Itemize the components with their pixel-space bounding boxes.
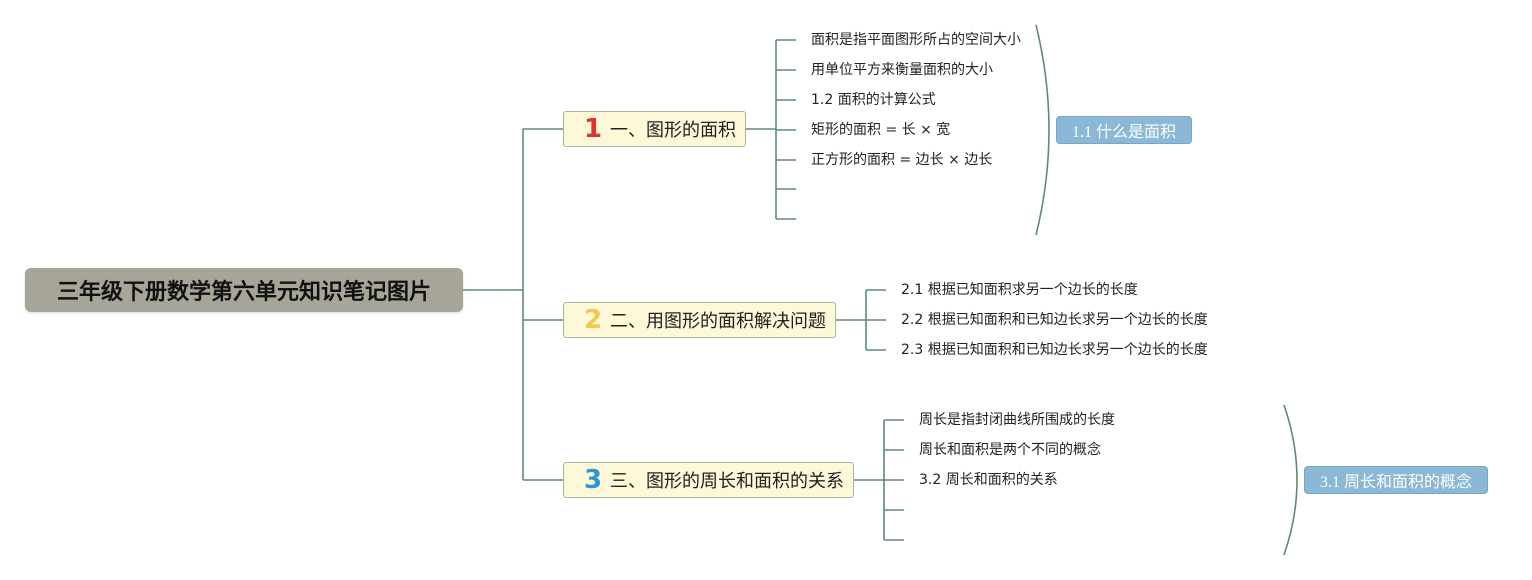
root-node[interactable]: 三年级下册数学第六单元知识笔记图片 — [25, 268, 463, 312]
leaf-item[interactable]: 正方形的面积 = 边长 × 边长 — [811, 152, 993, 168]
summary-tag-1[interactable]: 1.1 什么是面积 — [1056, 116, 1192, 144]
leaf-item[interactable]: 2.1 根据已知面积求另一个边长的长度 — [901, 282, 1138, 298]
summary-tag-3[interactable]: 3.1 周长和面积的概念 — [1304, 466, 1488, 494]
summary-tag-label: 1.1 什么是面积 — [1071, 124, 1176, 141]
topic-label: 二、用图形的面积解决问题 — [610, 311, 826, 332]
number-2-icon: 2 — [584, 305, 603, 335]
topic-node-1[interactable]: 1 一、图形的面积 — [563, 111, 746, 147]
leaf-item[interactable]: 矩形的面积 = 长 × 宽 — [811, 122, 951, 138]
leaf-item[interactable]: 2.3 根据已知面积和已知边长求另一个边长的长度 — [901, 342, 1208, 358]
leaf-item[interactable]: 1.2 面积的计算公式 — [811, 92, 936, 108]
number-3-icon: 3 — [584, 465, 603, 495]
leaf-item[interactable]: 2.2 根据已知面积和已知边长求另一个边长的长度 — [901, 312, 1208, 328]
topic3-leaf-ticks — [884, 419, 904, 541]
leaf-item[interactable]: 用单位平方来衡量面积的大小 — [811, 62, 993, 78]
root-label: 三年级下册数学第六单元知识笔记图片 — [56, 280, 431, 305]
summary-tag-label: 3.1 周长和面积的概念 — [1319, 474, 1472, 491]
leaf-item[interactable]: 周长是指封闭曲线所围成的长度 — [919, 412, 1115, 428]
topic2-leaf-stem — [836, 290, 867, 350]
topic1-summary-bracket — [1035, 24, 1050, 236]
leaf-item[interactable]: 周长和面积是两个不同的概念 — [919, 442, 1101, 458]
topic2-leaf-ticks — [866, 289, 886, 351]
topic3-leaf-stem — [854, 420, 885, 540]
topic-label: 三、图形的周长和面积的关系 — [610, 471, 844, 492]
leaf-item[interactable]: 3.2 周长和面积的关系 — [919, 472, 1058, 488]
topic3-summary-bracket — [1283, 404, 1298, 556]
topic-node-3[interactable]: 3 三、图形的周长和面积的关系 — [563, 462, 854, 498]
topic1-leaf-ticks — [776, 39, 796, 220]
topic1-leaf-stem — [746, 40, 777, 219]
topic-label: 一、图形的面积 — [610, 120, 736, 141]
leaf-item[interactable]: 面积是指平面图形所占的空间大小 — [811, 32, 1021, 48]
number-1-icon: 1 — [584, 114, 603, 144]
topic-node-2[interactable]: 2 二、用图形的面积解决问题 — [563, 302, 836, 338]
